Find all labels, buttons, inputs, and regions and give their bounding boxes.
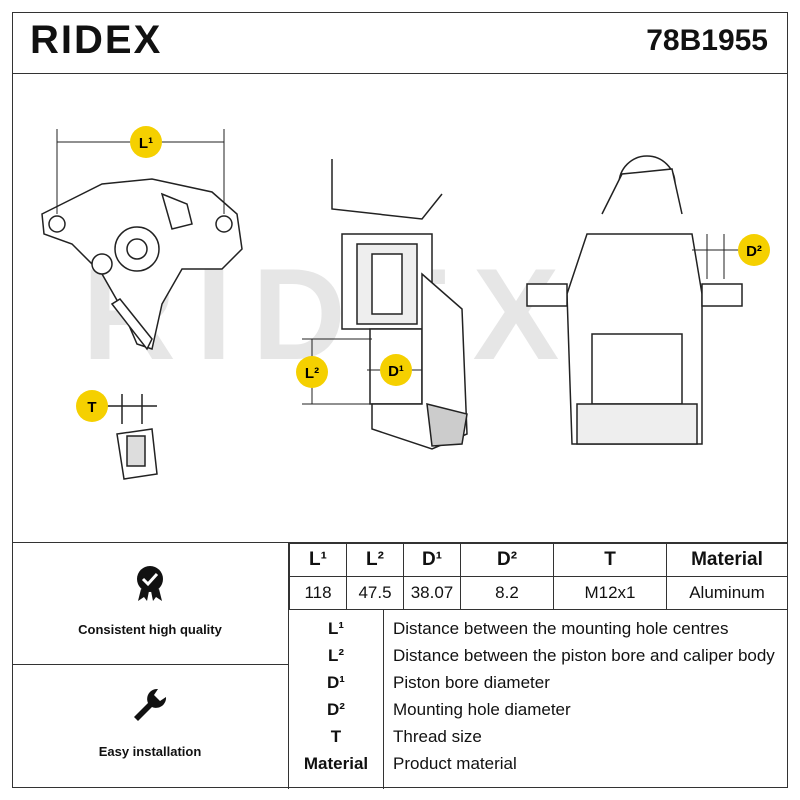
- quality-badge-icon: [137, 566, 163, 601]
- table-header-row: L¹ L² D¹ D² T Material: [289, 543, 788, 577]
- l2-marker: [296, 356, 328, 388]
- header-d1: D¹: [403, 543, 461, 577]
- feature-installation: Easy installation: [12, 665, 289, 789]
- legend-row: L² Distance between the piston bore and …: [289, 646, 788, 672]
- values-table: L¹ L² D¹ D² T Material 118 47.5 38.07 8.…: [289, 543, 788, 610]
- feature-label: Consistent high quality: [78, 622, 222, 637]
- legend-key: Material: [303, 754, 369, 773]
- legend-key: D²: [327, 700, 345, 719]
- header: RIDEX 78B1955: [12, 12, 788, 74]
- t-label: T: [87, 399, 96, 416]
- table-row: 118 47.5 38.07 8.2 M12x1 Aluminum: [289, 576, 788, 610]
- wrench-icon: [134, 688, 167, 721]
- legend-row: T Thread size: [289, 727, 788, 753]
- part-number: 78B1955: [646, 24, 768, 57]
- l1-marker: [130, 126, 162, 158]
- d1-marker: [380, 354, 412, 386]
- feature-quality: Consistent high quality: [12, 543, 289, 665]
- legend-desc: Distance between the piston bore and cal…: [393, 646, 775, 665]
- legend-key: T: [330, 727, 342, 746]
- t-marker: [76, 390, 108, 422]
- legend-key: L¹: [327, 619, 345, 638]
- caliper-right-view: [526, 155, 743, 445]
- cell-d2: 8.2: [460, 576, 554, 610]
- dimension-d2: [692, 234, 742, 279]
- legend-divider: [383, 609, 384, 789]
- d2-label: D²: [746, 243, 762, 260]
- legend-row: D² Mounting hole diameter: [289, 700, 788, 726]
- legend-key: L²: [327, 646, 345, 665]
- caliper-drawing-svg: RIDEX L¹ T: [41, 126, 770, 480]
- l2-label: L²: [305, 365, 319, 382]
- legend: L¹ Distance between the mounting hole ce…: [289, 609, 788, 789]
- header-material: Material: [666, 543, 788, 577]
- feature-label: Easy installation: [98, 744, 202, 759]
- cell-t: M12x1: [553, 576, 667, 610]
- legend-row: D¹ Piston bore diameter: [289, 673, 788, 699]
- spec-section: Consistent high quality Easy installatio…: [12, 542, 788, 789]
- thread-detail: [107, 394, 158, 480]
- cell-l1: 118: [289, 576, 347, 610]
- header-l1: L¹: [289, 543, 347, 577]
- header-d2: D²: [460, 543, 554, 577]
- d2-marker: [738, 234, 770, 266]
- legend-desc: Thread size: [393, 727, 482, 746]
- technical-drawing: RIDEX L¹ T: [12, 74, 788, 542]
- page-frame: [12, 12, 788, 788]
- legend-key: D¹: [327, 673, 345, 692]
- d1-label: D¹: [388, 363, 404, 380]
- brand-name: RIDEX: [30, 18, 163, 62]
- cell-material: Aluminum: [666, 576, 788, 610]
- legend-desc: Distance between the mounting hole centr…: [393, 619, 729, 638]
- header-l2: L²: [346, 543, 404, 577]
- legend-desc: Piston bore diameter: [393, 673, 550, 692]
- caliper-section-view: [331, 159, 468, 450]
- legend-desc: Product material: [393, 754, 517, 773]
- cell-l2: 47.5: [346, 576, 404, 610]
- header-t: T: [553, 543, 667, 577]
- legend-row: Material Product material: [289, 754, 788, 780]
- cell-d1: 38.07: [403, 576, 461, 610]
- brand-logo: RIDEX: [30, 18, 162, 63]
- l1-label: L¹: [139, 135, 153, 152]
- caliper-left-view: [41, 178, 243, 351]
- legend-desc: Mounting hole diameter: [393, 700, 571, 719]
- legend-row: L¹ Distance between the mounting hole ce…: [289, 619, 788, 645]
